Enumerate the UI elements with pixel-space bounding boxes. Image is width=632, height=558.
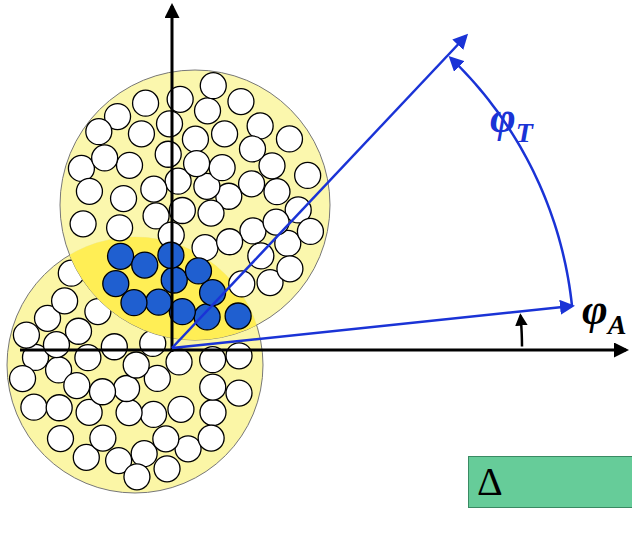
spectator-nucleon [182,126,208,152]
spectator-nucleon [297,218,323,244]
spectator-nucleon [70,211,96,237]
spectator-nucleon [123,352,149,378]
spectator-nucleon [141,176,167,202]
participant-nucleon [225,303,251,329]
spectator-nucleon [200,73,226,99]
spectator-nucleon [157,111,183,137]
spectator-nucleon [101,334,127,360]
spectator-nucleon [217,229,243,255]
spectator-nucleon [226,343,252,369]
spectator-nucleon [168,396,194,422]
spectator-nucleon [107,215,133,241]
spectator-nucleon [195,98,221,124]
participant-nucleon [161,267,187,293]
spectator-nucleon [155,141,181,167]
angle-arc [521,316,522,347]
spectator-nucleon [192,235,218,261]
spectator-nucleon [239,136,265,162]
spectator-nucleon [47,426,73,452]
spectator-nucleon [52,288,78,314]
spectator-nucleon [277,256,303,282]
spectator-nucleon [240,218,266,244]
participant-nucleon [185,258,211,284]
spectator-nucleon [89,379,115,405]
spectator-nucleon [90,425,116,451]
spectator-nucleon [200,374,226,400]
spectator-nucleon [295,162,321,188]
spectator-nucleon [10,366,36,392]
formula-box: Δ [468,456,632,508]
participant-nucleon [194,304,220,330]
spectator-nucleon [114,376,140,402]
spectator-nucleon [209,155,235,181]
spectator-nucleon [13,322,39,348]
spectator-nucleon [140,401,166,427]
spectator-nucleon [116,400,142,426]
spectator-nucleon [131,441,157,467]
participant-nucleon [108,243,134,269]
spectator-nucleon [200,400,226,426]
spectator-nucleon [133,90,159,116]
spectator-nucleon [198,425,224,451]
spectator-nucleon [124,464,150,490]
spectator-nucleon [247,113,273,139]
spectator-nucleon [166,349,192,375]
spectator-nucleon [212,121,238,147]
spectator-nucleon [128,121,154,147]
spectator-nucleon [68,155,94,181]
spectator-nucleon [117,152,143,178]
spectator-nucleon [154,456,180,482]
overlap-region [60,70,330,340]
spectator-nucleon [76,178,102,204]
formula-text: Δ [477,462,624,502]
participant-nucleon [121,290,147,316]
spectator-nucleon [153,426,179,452]
spectator-nucleon [264,179,290,205]
spectator-nucleon [46,395,72,421]
spectator-nucleon [276,126,302,152]
spectator-nucleon [198,200,224,226]
plane-vector [172,306,572,348]
spectator-nucleon [43,332,69,358]
spectator-nucleon [21,394,47,420]
spectator-nucleon [226,380,252,406]
spectator-nucleon [92,145,118,171]
spectator-nucleon [239,171,265,197]
spectator-nucleon [64,373,90,399]
angle-arc [451,58,572,306]
x-axis [20,349,626,352]
participant-nucleon [146,289,172,315]
angle-label: φT [490,96,533,147]
y-axis [171,6,174,352]
nucleus-circle [60,70,330,340]
spectator-nucleon [86,119,112,145]
spectator-nucleon [228,89,254,115]
participant-nucleon [132,252,158,278]
spectator-nucleon [111,186,137,212]
plane-vector [172,36,466,348]
spectator-nucleon [263,209,289,235]
spectator-nucleon [184,151,210,177]
angle-label: φA [582,288,626,339]
